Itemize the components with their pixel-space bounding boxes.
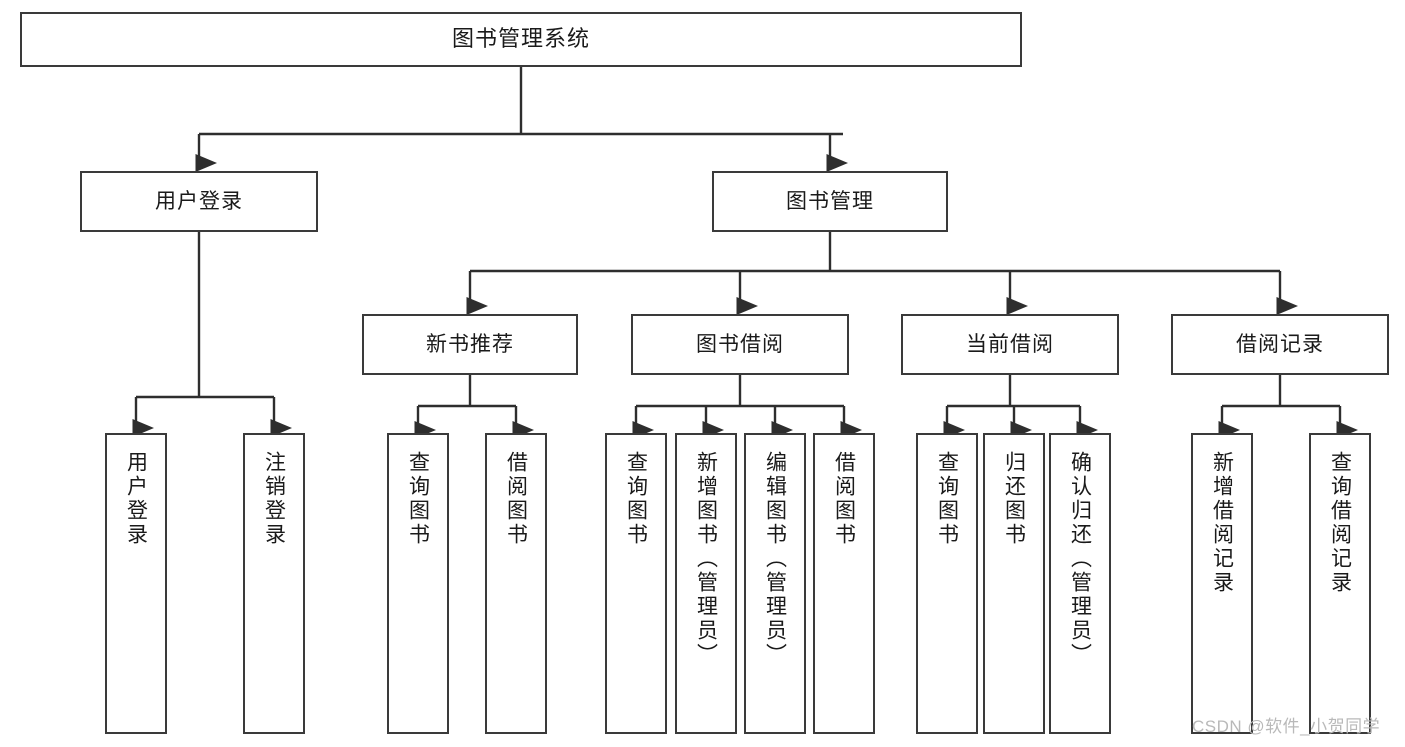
- node-root-label: 图书管理系统: [451, 26, 590, 52]
- leaf-current-query-book[interactable]: 查询图书: [916, 433, 978, 734]
- leaf-record-query-record[interactable]: 查询借阅记录: [1309, 433, 1371, 734]
- node-root[interactable]: 图书管理系统: [20, 12, 1022, 67]
- leaf-record-add-record[interactable]: 新增借阅记录: [1191, 433, 1253, 734]
- node-book-management[interactable]: 图书管理: [712, 171, 948, 232]
- node-book-borrow-label: 图书借阅: [696, 332, 784, 356]
- csdn-watermark: CSDN @软件_小贺同学: [1192, 717, 1381, 736]
- node-book-management-label: 图书管理: [786, 189, 874, 213]
- leaf-label: 编辑图书（管理员）: [763, 451, 787, 667]
- node-borrow-record[interactable]: 借阅记录: [1171, 314, 1389, 375]
- leaf-label: 新增图书（管理员）: [694, 451, 718, 667]
- leaf-borrow-edit-book-admin[interactable]: 编辑图书（管理员）: [744, 433, 806, 734]
- leaf-label: 注销登录: [262, 451, 286, 547]
- node-user-login[interactable]: 用户登录: [80, 171, 318, 232]
- leaf-label: 新增借阅记录: [1210, 451, 1234, 595]
- leaf-current-confirm-return-admin[interactable]: 确认归还（管理员）: [1049, 433, 1111, 734]
- leaf-label: 用户登录: [124, 451, 148, 547]
- leaf-label: 查询借阅记录: [1328, 451, 1352, 595]
- node-borrow-record-label: 借阅记录: [1236, 332, 1324, 356]
- node-book-borrow[interactable]: 图书借阅: [631, 314, 849, 375]
- leaf-label: 借阅图书: [504, 451, 528, 547]
- leaf-recommend-query-book[interactable]: 查询图书: [387, 433, 449, 734]
- leaf-label: 借阅图书: [832, 451, 856, 547]
- leaf-borrow-add-book-admin[interactable]: 新增图书（管理员）: [675, 433, 737, 734]
- leaf-borrow-borrow-book[interactable]: 借阅图书: [813, 433, 875, 734]
- leaf-label: 查询图书: [624, 451, 648, 547]
- node-current-borrow-label: 当前借阅: [966, 332, 1054, 356]
- node-new-book-recommend[interactable]: 新书推荐: [362, 314, 578, 375]
- leaf-current-return-book[interactable]: 归还图书: [983, 433, 1045, 734]
- leaf-borrow-query-book[interactable]: 查询图书: [605, 433, 667, 734]
- node-user-login-label: 用户登录: [155, 189, 243, 213]
- leaf-label: 查询图书: [935, 451, 959, 547]
- node-current-borrow[interactable]: 当前借阅: [901, 314, 1119, 375]
- leaf-user-login-login[interactable]: 用户登录: [105, 433, 167, 734]
- node-new-book-recommend-label: 新书推荐: [426, 332, 514, 356]
- leaf-label: 查询图书: [406, 451, 430, 547]
- leaf-recommend-borrow-book[interactable]: 借阅图书: [485, 433, 547, 734]
- leaf-label: 归还图书: [1002, 451, 1026, 547]
- leaf-label: 确认归还（管理员）: [1068, 451, 1092, 667]
- leaf-user-login-logout[interactable]: 注销登录: [243, 433, 305, 734]
